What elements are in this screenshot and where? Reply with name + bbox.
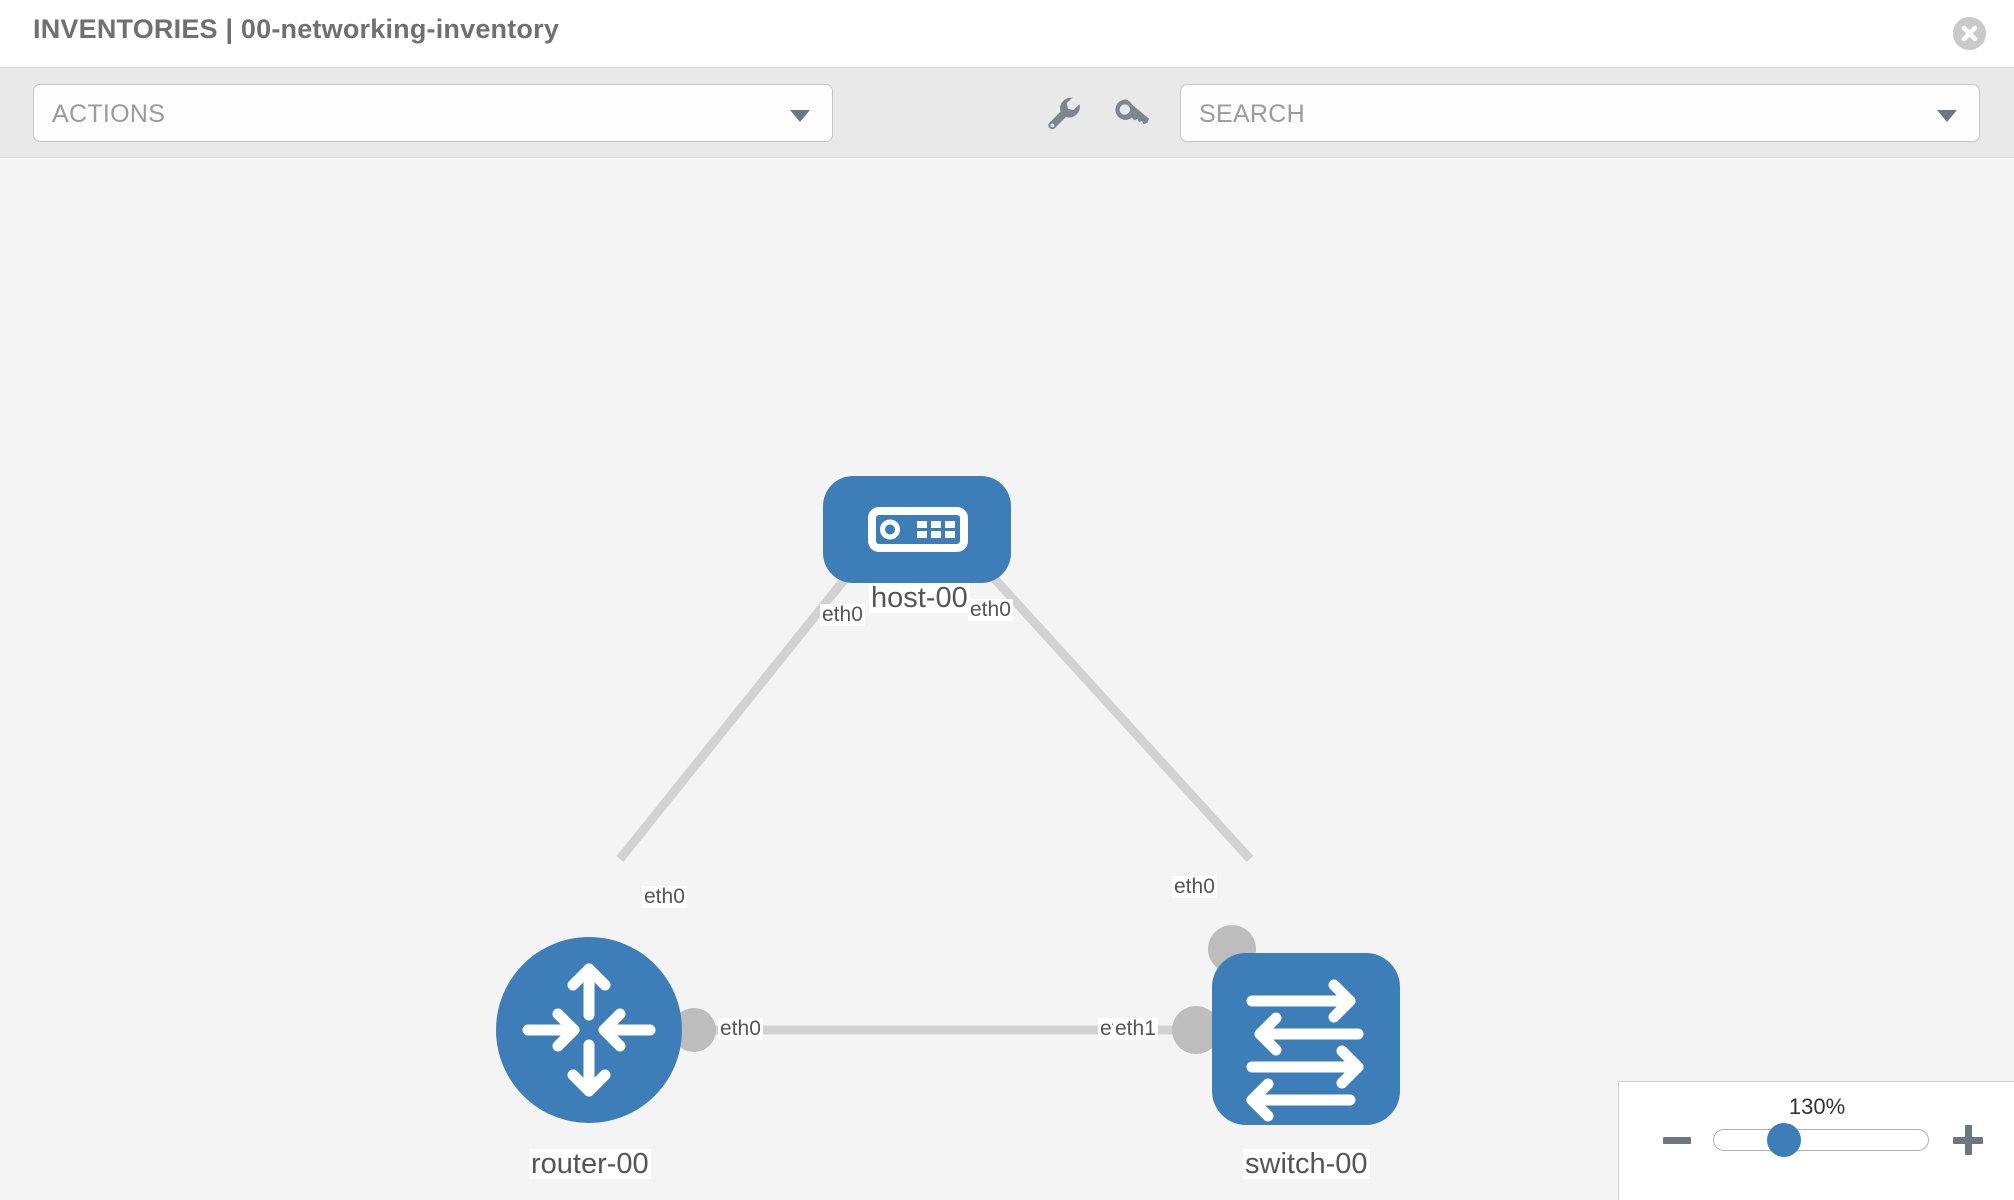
iface-label: eth0 bbox=[642, 885, 687, 909]
iface-label: eth0 bbox=[1172, 875, 1217, 899]
close-icon[interactable] bbox=[1953, 17, 1986, 50]
iface-label: eth0 bbox=[718, 1017, 763, 1041]
node-host-00 bbox=[823, 476, 1011, 583]
node-router-00 bbox=[496, 937, 682, 1123]
router-arrows-icon bbox=[522, 963, 656, 1097]
topology-toolbar: ACTIONS SEARCH bbox=[0, 68, 2014, 158]
node-name-label-router: router-00 bbox=[529, 1148, 651, 1180]
node-name-label-switch: switch-00 bbox=[1243, 1148, 1370, 1180]
node-switch-00 bbox=[1212, 953, 1400, 1125]
iface-label: eth1 bbox=[1113, 1017, 1158, 1041]
actions-dropdown-label: ACTIONS bbox=[52, 100, 166, 128]
page-title: INVENTORIES | 00-networking-inventory bbox=[33, 14, 560, 44]
zoom-control-panel: 130% bbox=[1618, 1081, 2014, 1200]
zoom-level-value: 130% bbox=[1788, 1094, 1846, 1119]
search-input[interactable]: SEARCH bbox=[1180, 84, 1980, 142]
wrench-icon[interactable] bbox=[1040, 90, 1086, 136]
server-icon bbox=[868, 507, 968, 552]
zoom-slider-handle[interactable] bbox=[1767, 1123, 1801, 1157]
minus-icon[interactable] bbox=[1663, 1137, 1691, 1144]
actions-dropdown[interactable]: ACTIONS bbox=[33, 84, 833, 142]
topology-graph bbox=[496, 476, 1400, 1125]
search-placeholder: SEARCH bbox=[1199, 100, 1305, 128]
topology-canvas[interactable]: eth0 eth0 eth0 eth0 eth0 eth0 eth1 host-… bbox=[0, 159, 2014, 1200]
node-name-label-host: host-00 bbox=[869, 582, 970, 614]
iface-label: eth0 bbox=[968, 598, 1013, 622]
connector-router-right bbox=[672, 1008, 716, 1052]
switch-arrows-icon bbox=[1246, 979, 1364, 1122]
page-header: INVENTORIES | 00-networking-inventory bbox=[0, 0, 2014, 68]
key-icon[interactable] bbox=[1108, 90, 1154, 136]
iface-label: eth0 bbox=[820, 603, 865, 627]
zoom-slider-track[interactable] bbox=[1713, 1129, 1929, 1151]
chevron-down-icon[interactable] bbox=[1937, 110, 1957, 122]
plus-icon[interactable] bbox=[1953, 1125, 1983, 1155]
connector-switch-left bbox=[1172, 1006, 1220, 1054]
chevron-down-icon bbox=[790, 110, 810, 122]
